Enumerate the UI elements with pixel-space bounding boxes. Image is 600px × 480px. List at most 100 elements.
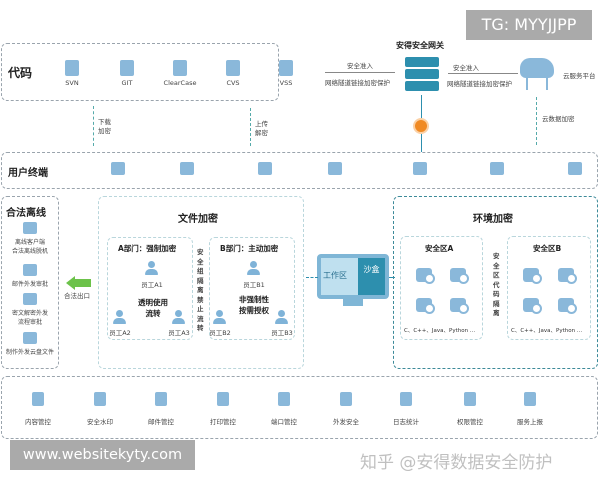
- laptop-icon: [490, 162, 504, 175]
- offline-item: 制作外发云盘文件: [5, 349, 55, 356]
- control-icon: [340, 392, 352, 406]
- zone-a-title: 安全区A: [425, 244, 454, 253]
- exit-arrow-shaft: [75, 279, 91, 287]
- staff-a3: 员工A3: [168, 329, 190, 337]
- code-cube-icon: [558, 298, 577, 314]
- control-item[interactable]: 权限管控: [457, 418, 483, 426]
- staff-a1: 员工A1: [141, 281, 163, 289]
- cloud-dashed-line: [536, 97, 537, 145]
- staff-b1: 员工B1: [243, 281, 265, 289]
- code-cube-icon: [523, 268, 542, 284]
- kylin-icon: [328, 162, 342, 175]
- control-icon: [32, 392, 44, 406]
- cloud-label: 云服务平台: [563, 72, 596, 80]
- control-icon: [524, 392, 536, 406]
- controls-box: [1, 376, 598, 439]
- dept-b-box: [209, 237, 295, 340]
- repo-icon: [279, 60, 293, 76]
- offline-item-icon: [23, 332, 37, 344]
- staff-b3: 员工B3: [271, 329, 293, 337]
- control-item[interactable]: 日志统计: [393, 418, 419, 426]
- gw-right-bottom: 网络隧道链接加密保护: [447, 80, 512, 88]
- offline-item-icon: [23, 264, 37, 276]
- monitor-stand: [343, 299, 363, 306]
- staff-b3-icon: [275, 310, 289, 324]
- env-enc-box: [393, 196, 598, 369]
- staff-a2: 员工A2: [109, 329, 131, 337]
- staff-a3-icon: [172, 310, 186, 324]
- control-item[interactable]: 端口管控: [271, 418, 297, 426]
- code-cube-icon: [523, 298, 542, 314]
- gw-right-line: [448, 73, 518, 74]
- zone-a-box: [400, 236, 483, 340]
- code-item[interactable]: ClearCase: [163, 79, 197, 87]
- staff-a1-icon: [145, 261, 159, 275]
- control-item[interactable]: 安全水印: [87, 418, 113, 426]
- cloud-icon: [520, 58, 554, 78]
- android-icon: [568, 162, 582, 175]
- control-item[interactable]: 服务上报: [517, 418, 543, 426]
- staff-b2-icon: [213, 310, 227, 324]
- zone-b-title: 安全区B: [533, 244, 562, 253]
- code-cube-icon: [416, 298, 435, 314]
- server-icon: [405, 57, 439, 93]
- upload-arrow: [250, 108, 251, 146]
- control-item[interactable]: 邮件管控: [148, 418, 174, 426]
- file-enc-box: [98, 196, 304, 369]
- gateway-title: 安得安全网关: [396, 41, 444, 50]
- code-item[interactable]: CVS: [226, 79, 240, 87]
- terminal-title: 用户终端: [8, 168, 48, 179]
- offline-item: 密文解密外发 流程审批: [11, 310, 49, 326]
- code-cube-icon: [450, 268, 469, 284]
- zhihu-watermark: 知乎 @安得数据安全防护: [360, 453, 553, 473]
- desktop-icon: [413, 162, 427, 175]
- control-item[interactable]: 打印管控: [210, 418, 236, 426]
- env-isolation: 安全区代码隔离: [493, 252, 500, 317]
- control-item[interactable]: 内容管控: [25, 418, 51, 426]
- linux-icon: [180, 162, 194, 175]
- code-item[interactable]: GIT: [121, 79, 133, 87]
- code-title: 代码: [8, 66, 33, 80]
- code-box: [1, 43, 279, 101]
- code-cube-icon: [416, 268, 435, 284]
- env-enc-title: 环境加密: [473, 214, 513, 225]
- control-icon: [155, 392, 167, 406]
- dept-a-center: 透明使用 流转: [138, 298, 168, 318]
- offline-title: 合法离线: [6, 208, 46, 219]
- gw-right-top: 安全准入: [453, 64, 479, 72]
- left-dashed-arrow: [306, 277, 318, 278]
- staff-b2: 员工B2: [209, 329, 231, 337]
- control-icon: [278, 392, 290, 406]
- code-cube-icon: [450, 298, 469, 314]
- zone-b-box: [507, 236, 591, 340]
- control-icon: [217, 392, 229, 406]
- gw-left-bottom: 网络隧道链接加密保护: [325, 79, 390, 87]
- staff-b1-icon: [247, 261, 261, 275]
- gw-left-top: 安全准入: [347, 62, 373, 70]
- offline-item: 邮件外发审批: [11, 281, 49, 288]
- monitor-icon: [258, 162, 272, 175]
- offline-box: [1, 196, 59, 369]
- offline-item: 离线客户端 合法离线脱机: [11, 239, 49, 255]
- repo-icon: [173, 60, 187, 76]
- exit-label: 合法出口: [64, 292, 90, 300]
- repo-icon: [65, 60, 79, 76]
- code-item[interactable]: SVN: [65, 79, 79, 87]
- control-icon: [464, 392, 476, 406]
- staff-a2-icon: [113, 310, 127, 324]
- download-label: 下载 加密: [98, 118, 111, 135]
- file-enc-title: 文件加密: [178, 214, 218, 225]
- cloud-down-label: 云数据加密: [542, 115, 575, 123]
- code-cube-icon: [558, 268, 577, 284]
- upload-label: 上传 解密: [255, 120, 268, 137]
- offline-item-icon: [23, 293, 37, 305]
- cloud-legs: [526, 78, 548, 90]
- code-item[interactable]: VSS: [279, 79, 293, 87]
- watermark-top: TG: MYYJJPP: [466, 10, 592, 40]
- control-icon: [400, 392, 412, 406]
- file-isolation: 安全组隔离禁止流转: [197, 248, 204, 332]
- gw-left-line: [325, 72, 395, 73]
- firewall-icon: [413, 118, 429, 134]
- download-arrow: [93, 106, 94, 146]
- control-item[interactable]: 外发安全: [333, 418, 359, 426]
